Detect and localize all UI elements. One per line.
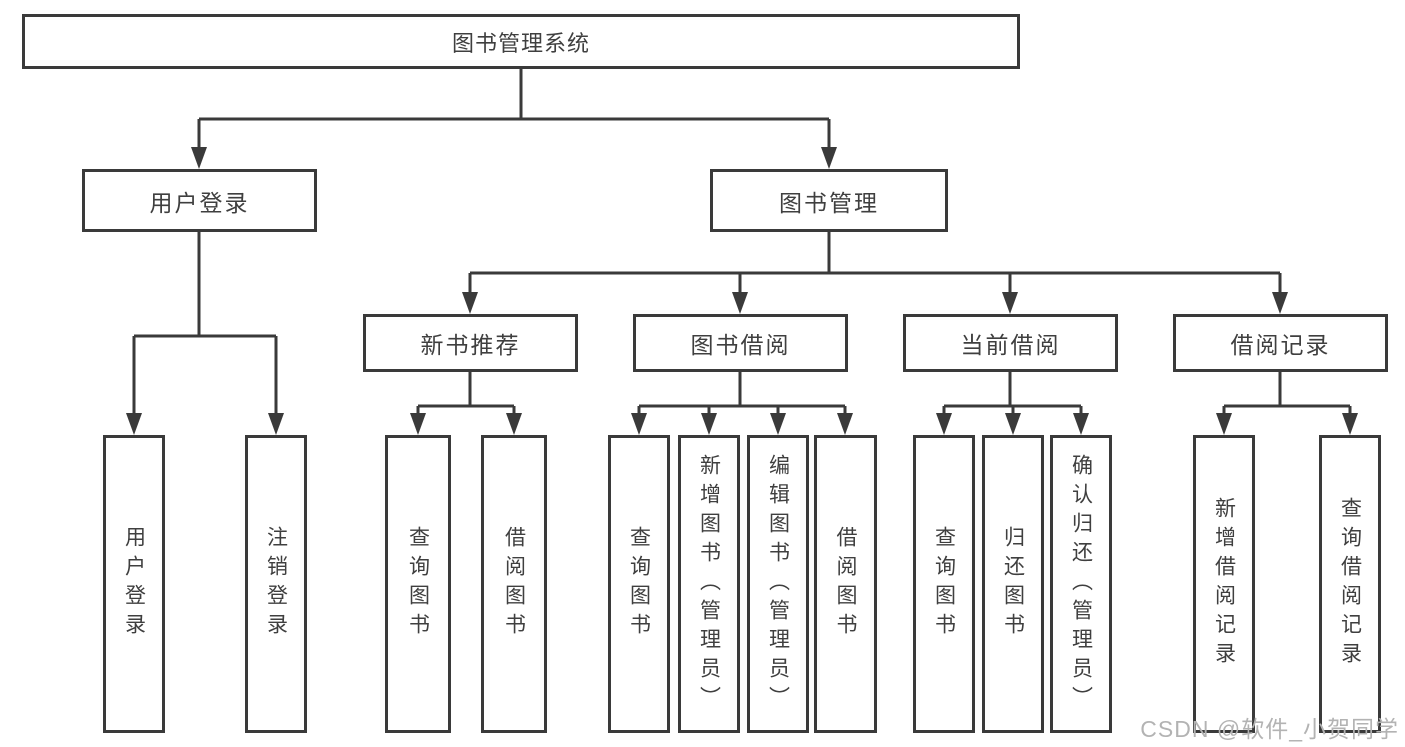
leaf-label: 借阅图书 <box>834 526 857 642</box>
node-new-book-recommendation: 新书推荐 <box>363 314 578 372</box>
leaf-edit-books-admin: 编辑图书（管理员） <box>747 435 809 733</box>
leaf-confirm-return-admin: 确认归还（管理员） <box>1050 435 1112 733</box>
watermark: CSDN @软件_小贺同学 <box>1140 716 1399 742</box>
node-label: 图书管理系统 <box>451 30 590 56</box>
leaf-label: 编辑图书（管理员） <box>766 453 790 715</box>
leaf-label: 新增借阅记录 <box>1212 497 1236 671</box>
leaf-search-books-2: 查询图书 <box>608 435 670 733</box>
node-current-borrowing: 当前借阅 <box>903 314 1118 372</box>
leaf-logout: 注销登录 <box>245 435 307 733</box>
node-label: 用户登录 <box>149 189 250 216</box>
leaf-label: 查询借阅记录 <box>1338 497 1362 671</box>
node-book-management: 图书管理 <box>710 169 948 232</box>
node-label: 当前借阅 <box>960 332 1061 358</box>
leaf-label: 查询图书 <box>406 526 430 642</box>
leaf-label: 用户登录 <box>122 526 146 642</box>
node-borrowing-records: 借阅记录 <box>1173 314 1388 372</box>
node-user-login: 用户登录 <box>82 169 317 232</box>
leaf-search-borrow-record: 查询借阅记录 <box>1319 435 1381 733</box>
node-library-management-system: 图书管理系统 <box>22 14 1020 69</box>
leaf-add-borrow-record: 新增借阅记录 <box>1193 435 1255 733</box>
leaf-label: 归还图书 <box>1001 526 1025 642</box>
leaf-search-books-1: 查询图书 <box>385 435 451 733</box>
arrowheads <box>126 147 1358 435</box>
leaf-label: 借阅图书 <box>502 526 526 642</box>
leaf-user-login: 用户登录 <box>103 435 165 733</box>
node-label: 图书借阅 <box>690 332 791 358</box>
leaf-label: 查询图书 <box>627 526 651 642</box>
leaf-return-books: 归还图书 <box>982 435 1044 733</box>
node-label: 图书管理 <box>779 189 879 216</box>
leaf-add-books-admin: 新增图书（管理员） <box>678 435 740 733</box>
leaf-borrow-books-1: 借阅图书 <box>481 435 547 733</box>
leaf-borrow-books-2: 借阅图书 <box>814 435 877 733</box>
leaf-label: 新增图书（管理员） <box>697 453 721 715</box>
node-label: 新书推荐 <box>420 332 521 358</box>
leaf-label: 查询图书 <box>932 526 956 642</box>
node-label: 借阅记录 <box>1230 332 1331 358</box>
node-book-borrowing: 图书借阅 <box>633 314 848 372</box>
leaf-label: 注销登录 <box>264 526 288 642</box>
leaf-search-books-3: 查询图书 <box>913 435 975 733</box>
leaf-label: 确认归还（管理员） <box>1069 453 1093 715</box>
